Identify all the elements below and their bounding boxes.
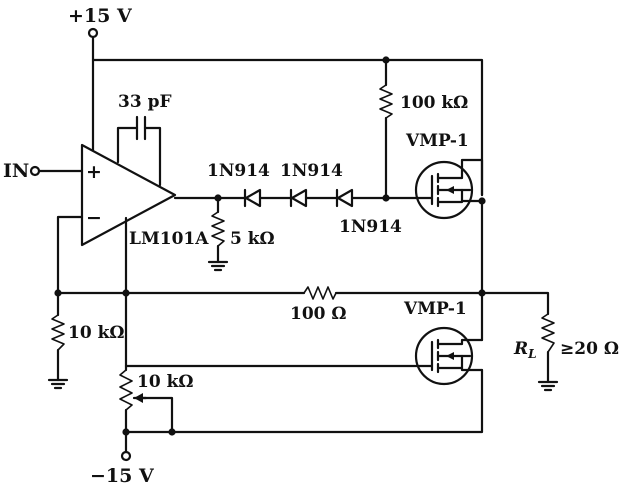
mosfet-top — [414, 158, 484, 220]
resistor-10k-left-label: 10 kΩ — [68, 323, 125, 343]
load-resistor-symbol: RL — [513, 339, 537, 361]
capacitor-label: 33 pF — [118, 92, 172, 112]
diode-1-label: 1N914 — [207, 161, 270, 181]
negative-supply-label: −15 V — [90, 465, 155, 487]
mosfet-bottom-label: VMP-1 — [403, 299, 467, 319]
load-symbol: R — [513, 339, 528, 359]
potentiometer-10k — [119, 369, 148, 411]
negative-supply-terminal — [120, 450, 132, 462]
potentiometer-label: 10 kΩ — [137, 372, 194, 392]
ground-symbol-5k — [207, 260, 229, 272]
input-terminal — [29, 165, 41, 177]
mosfet-top-label: VMP-1 — [405, 131, 469, 151]
resistor-100k-label: 100 kΩ — [400, 93, 468, 113]
load-subscript: L — [527, 347, 536, 361]
resistor-5k — [211, 211, 225, 247]
ground-symbol-left — [47, 378, 69, 390]
load-value-label: ≥20 Ω — [560, 339, 619, 359]
positive-supply-terminal — [87, 27, 99, 39]
diode-2 — [289, 188, 308, 208]
resistor-10k-left — [51, 314, 65, 351]
capacitor-33pf — [135, 115, 147, 141]
opamp-minus-sign: − — [86, 207, 102, 229]
input-label: IN — [3, 160, 29, 182]
opamp-symbol: + − — [80, 143, 177, 247]
mosfet-bottom — [414, 326, 484, 386]
diode-3-label: 1N914 — [339, 217, 402, 237]
ground-symbol-load — [537, 380, 559, 392]
resistor-load — [541, 313, 555, 353]
diode-2-label: 1N914 — [280, 161, 343, 181]
resistor-100-ohm-label: 100 Ω — [290, 304, 347, 324]
positive-supply-label: +15 V — [68, 5, 133, 27]
wires — [37, 35, 550, 454]
resistor-5k-label: 5 kΩ — [230, 229, 275, 249]
resistor-100k-top — [379, 84, 393, 119]
diode-3 — [335, 188, 354, 208]
opamp-plus-sign: + — [86, 161, 102, 183]
opamp-part-label: LM101A — [129, 229, 209, 249]
diode-1 — [243, 188, 262, 208]
resistor-100-ohm — [303, 286, 337, 300]
